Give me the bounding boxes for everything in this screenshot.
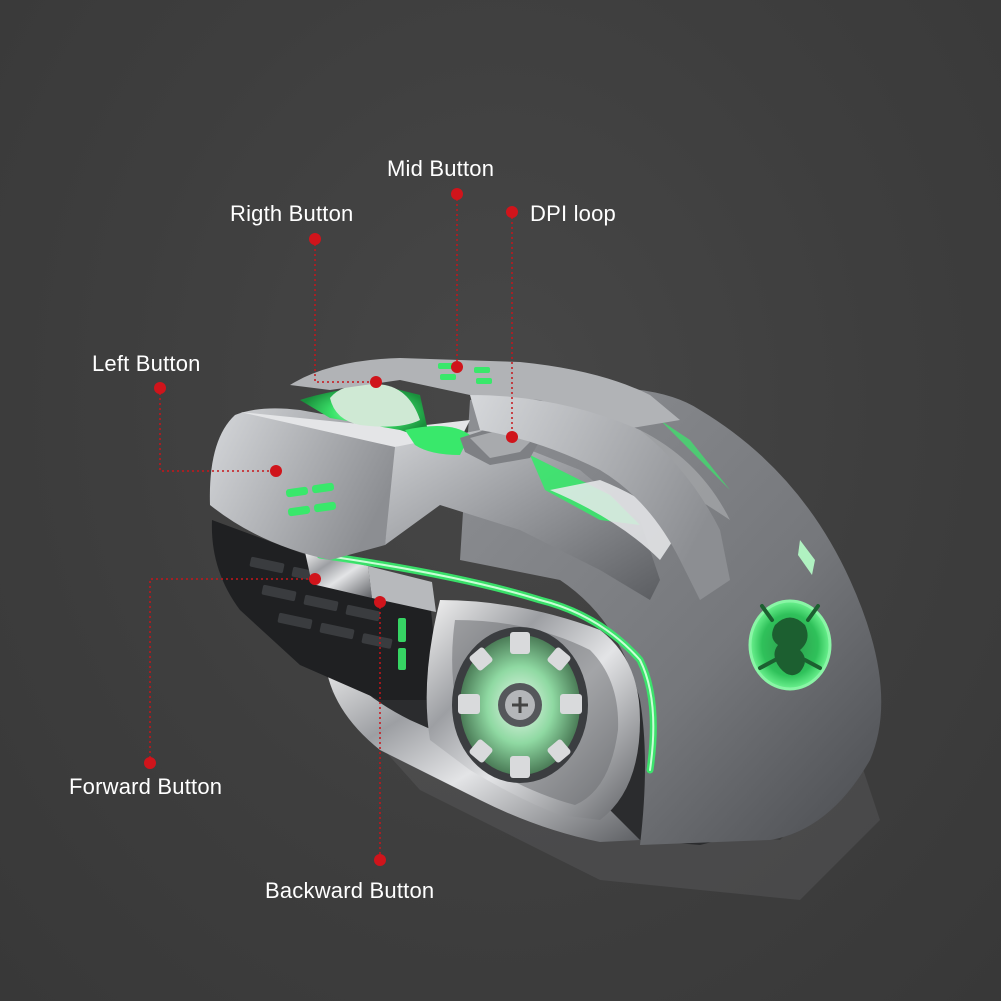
marker-backward-point <box>374 596 386 608</box>
marker-left-point <box>270 465 282 477</box>
right-button-shell <box>290 358 730 600</box>
label-forward-button: Forward Button <box>69 774 223 799</box>
marker-dpi-point <box>506 431 518 443</box>
marker-right-label <box>309 233 321 245</box>
marker-mid-label <box>451 188 463 200</box>
marker-left-label <box>154 382 166 394</box>
center-spine <box>300 383 680 600</box>
label-left-button: Left Button <box>92 351 201 376</box>
marker-forward-point <box>309 573 321 585</box>
label-mid-button: Mid Button <box>387 156 495 181</box>
label-backward-button: Backward Button <box>265 878 435 903</box>
leader-line-left <box>159 388 276 472</box>
marker-right-point <box>370 376 382 388</box>
mouse-reflection <box>330 690 880 900</box>
label-right-button: Rigth Button <box>230 201 354 226</box>
label-dpi-loop: DPI loop <box>530 201 616 226</box>
callout-leader-lines <box>149 194 513 860</box>
marker-backward-label <box>374 854 386 866</box>
turbine-wheel <box>452 627 588 783</box>
marker-dpi-label <box>506 206 518 218</box>
leader-line-forward <box>149 578 315 763</box>
marker-mid-point <box>451 361 463 373</box>
callout-markers <box>144 188 518 866</box>
marker-forward-label <box>144 757 156 769</box>
scorpion-logo-icon <box>748 599 832 691</box>
led-strip <box>316 551 657 774</box>
